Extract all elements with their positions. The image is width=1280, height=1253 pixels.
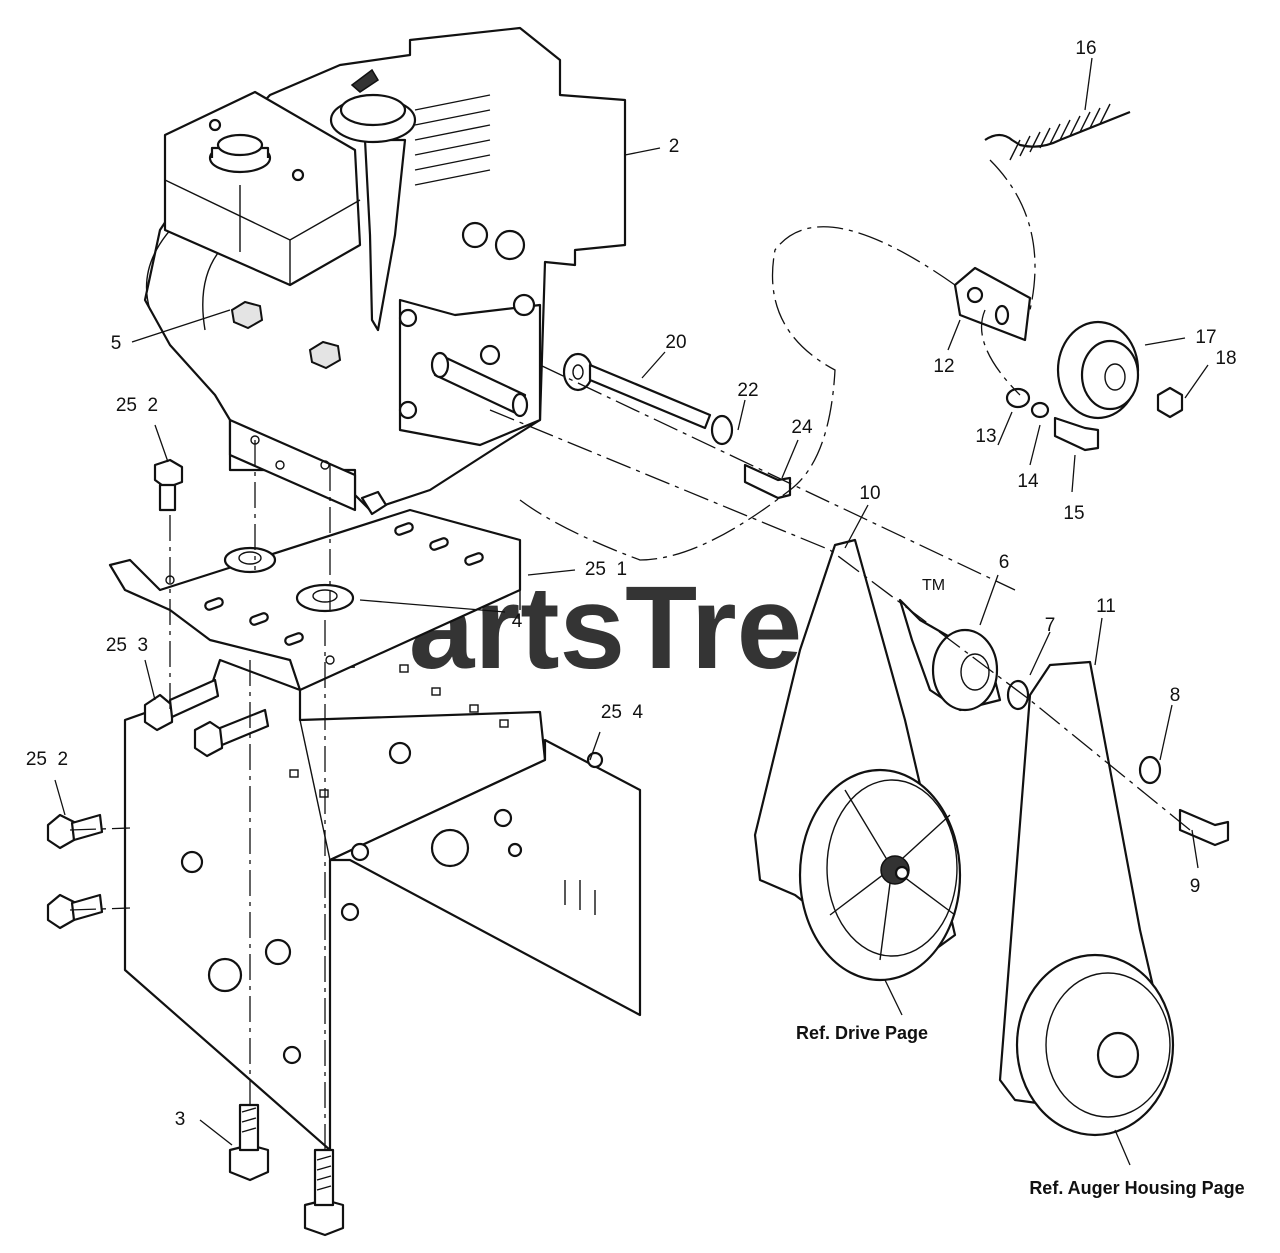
mounting-plate bbox=[108, 508, 522, 692]
callout-14: 14 bbox=[1017, 471, 1039, 492]
shaft-assembly bbox=[562, 352, 792, 500]
drive-pulley-assembly bbox=[753, 538, 1230, 982]
callout-12: 12 bbox=[933, 356, 954, 377]
ref-auger-housing-page-label: Ref. Auger Housing Page bbox=[1029, 1178, 1244, 1198]
callout-25-1: 25 1 bbox=[585, 559, 627, 580]
callout-11: 11 bbox=[1096, 596, 1116, 617]
callout-9: 9 bbox=[1190, 876, 1201, 897]
callout-10: 10 bbox=[859, 483, 880, 504]
callout-15: 15 bbox=[1063, 503, 1084, 524]
callout-13: 13 bbox=[975, 426, 996, 447]
callout-5: 5 bbox=[111, 333, 122, 354]
callout-7: 7 bbox=[1045, 615, 1056, 636]
callout-20: 20 bbox=[665, 332, 686, 353]
callout-25-3: 25 3 bbox=[106, 635, 148, 656]
callout-3: 3 bbox=[175, 1109, 186, 1130]
callout-6: 6 bbox=[999, 552, 1010, 573]
callout-25-4: 25 4 bbox=[601, 702, 644, 723]
alignment-lines bbox=[69, 159, 1191, 1150]
auger-pulley-assembly bbox=[998, 660, 1175, 1137]
idler-assembly bbox=[953, 103, 1184, 452]
watermark-trademark: TM bbox=[922, 577, 945, 594]
leader-lines bbox=[54, 57, 1209, 1166]
callout-18: 18 bbox=[1215, 348, 1236, 369]
hex-bolts bbox=[46, 458, 345, 1237]
callout-22: 22 bbox=[737, 380, 758, 401]
callout-25-2-top: 25 2 bbox=[116, 395, 158, 416]
frame-housing bbox=[123, 658, 642, 1152]
callout-2-top: 2 bbox=[669, 136, 680, 157]
callout-25-2-bottom: 25 2 bbox=[26, 749, 68, 770]
ref-drive-page-label: Ref. Drive Page bbox=[796, 1023, 928, 1043]
engine bbox=[143, 26, 627, 516]
callout-17: 17 bbox=[1195, 327, 1216, 348]
callout-labels: 16 2 20 17 12 18 5 22 25 2 13 24 14 15 1… bbox=[26, 38, 1237, 1130]
callout-4: 4 bbox=[512, 611, 523, 632]
callout-24: 24 bbox=[791, 417, 813, 438]
callout-16: 16 bbox=[1075, 38, 1096, 59]
callout-8: 8 bbox=[1170, 685, 1181, 706]
